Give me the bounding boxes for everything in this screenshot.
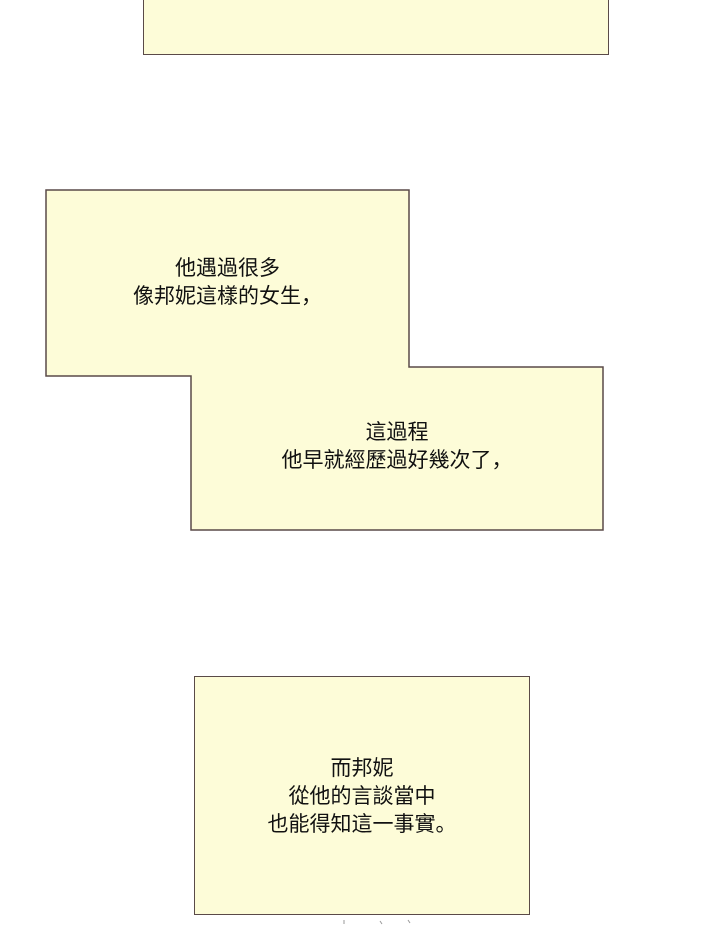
caption-2-text: 這過程 他早就經歷過好幾次了， (191, 418, 603, 474)
caption-box-stepped-shape (45, 189, 604, 531)
caption-2-line-2: 他早就經歷過好幾次了， (281, 448, 513, 472)
caption-1-line-2: 像邦妮這樣的女生， (133, 284, 322, 308)
caption-3-line-2: 從他的言談當中 (288, 784, 436, 808)
caption-3-line-3: 也能得知這一事實。 (267, 812, 457, 836)
bottom-artifact-marks (343, 919, 411, 925)
caption-1-line-1: 他遇過很多 (175, 256, 280, 280)
caption-box-bottom (194, 676, 530, 915)
caption-3-line-1: 而邦妮 (330, 756, 394, 780)
caption-3-text: 而邦妮 從他的言談當中 也能得知這一事實。 (194, 754, 530, 838)
caption-1-text: 他遇過很多 像邦妮這樣的女生， (46, 254, 409, 310)
caption-box-top-partial (143, 0, 609, 55)
caption-2-line-1: 這過程 (365, 420, 429, 444)
